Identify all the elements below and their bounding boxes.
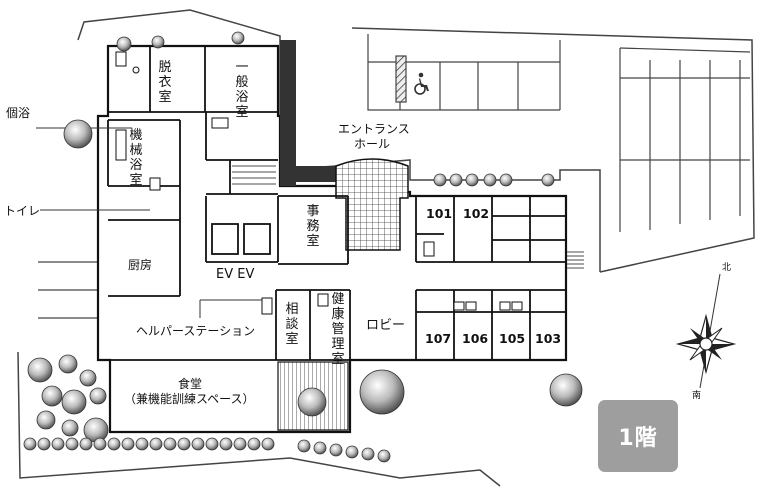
tree [63, 119, 93, 149]
elevator-label: EV EV [216, 267, 255, 282]
compass-rose-icon [675, 273, 737, 389]
entrance-hall-label: エントランス [338, 122, 410, 136]
room-label-lobby: ロビー [366, 318, 406, 333]
compass-south-label: 南 [692, 391, 702, 401]
callout-koyoku: 個浴 [6, 106, 31, 120]
tree [313, 441, 327, 455]
tree [51, 437, 65, 451]
tree [116, 36, 132, 52]
tree [219, 437, 233, 451]
tree [27, 357, 53, 383]
tree [205, 437, 219, 451]
room-number-101: 101 [426, 206, 453, 221]
tree [191, 437, 205, 451]
room-label-shokudo-sub: （兼機能訓練スペース） [124, 392, 255, 406]
tree [79, 437, 93, 451]
wall-band [282, 166, 352, 182]
tree [499, 173, 513, 187]
tree-icon [23, 31, 583, 463]
floor-badge: 1階 [598, 400, 678, 472]
tree [297, 439, 311, 453]
tree [41, 385, 63, 407]
tree [151, 35, 165, 49]
tree [93, 437, 107, 451]
tree [345, 445, 359, 459]
room-label-shokudo: 食堂 [178, 377, 203, 391]
tree [89, 387, 107, 405]
tree [121, 437, 135, 451]
room-label-datsuishitsu: 脱衣室 [158, 60, 172, 105]
tree [361, 447, 375, 461]
tree [329, 443, 343, 457]
room-label-ippan-yokushitsu: 一般浴室 [235, 60, 249, 120]
tree [449, 173, 463, 187]
room-label-sodanshitsu: 相談室 [285, 302, 299, 347]
tree [541, 173, 555, 187]
tree [483, 173, 497, 187]
tree [37, 437, 51, 451]
road-markings [38, 261, 98, 319]
tree [23, 437, 37, 451]
fixtures [115, 51, 523, 315]
tree [549, 373, 583, 407]
entrance-hall-floor [335, 158, 409, 251]
callout-toilet: トイレ [4, 204, 41, 218]
tree [61, 419, 79, 437]
tree [65, 437, 79, 451]
room-number-106: 106 [462, 331, 489, 346]
tree [61, 389, 87, 415]
parking-lot [367, 34, 751, 232]
room-label-chubo: 厨房 [128, 258, 153, 272]
tree [149, 437, 163, 451]
tree [163, 437, 177, 451]
room-label-kenko-kanrishitsu: 健康管理室 [331, 292, 345, 367]
room-number-107: 107 [425, 331, 452, 346]
room-number-103: 103 [535, 331, 562, 346]
tree [177, 437, 191, 451]
room-label-kikai-yokushitsu: 機械浴室 [129, 128, 143, 188]
wheelchair-accessible-icon [414, 72, 429, 95]
tree [377, 449, 391, 463]
tree [79, 369, 97, 387]
tree [233, 437, 247, 451]
interior-walls [107, 46, 566, 361]
room-label-jimushitsu: 事務室 [306, 204, 320, 249]
tree [135, 437, 149, 451]
tree [433, 173, 447, 187]
tree [58, 354, 78, 374]
tree [261, 437, 275, 451]
tree [465, 173, 479, 187]
entrance-hall-label-2: ホール [354, 137, 391, 151]
wall-band [280, 40, 296, 186]
tree [107, 437, 121, 451]
tree [36, 410, 56, 430]
tree [297, 387, 327, 417]
tree [247, 437, 261, 451]
room-number-105: 105 [499, 331, 526, 346]
room-number-102: 102 [463, 206, 490, 221]
compass-north-label: 北 [722, 263, 732, 273]
stairs [232, 165, 584, 269]
tree [359, 369, 405, 415]
tree [231, 31, 245, 45]
room-label-helper-station: ヘルパーステーション [136, 324, 256, 338]
